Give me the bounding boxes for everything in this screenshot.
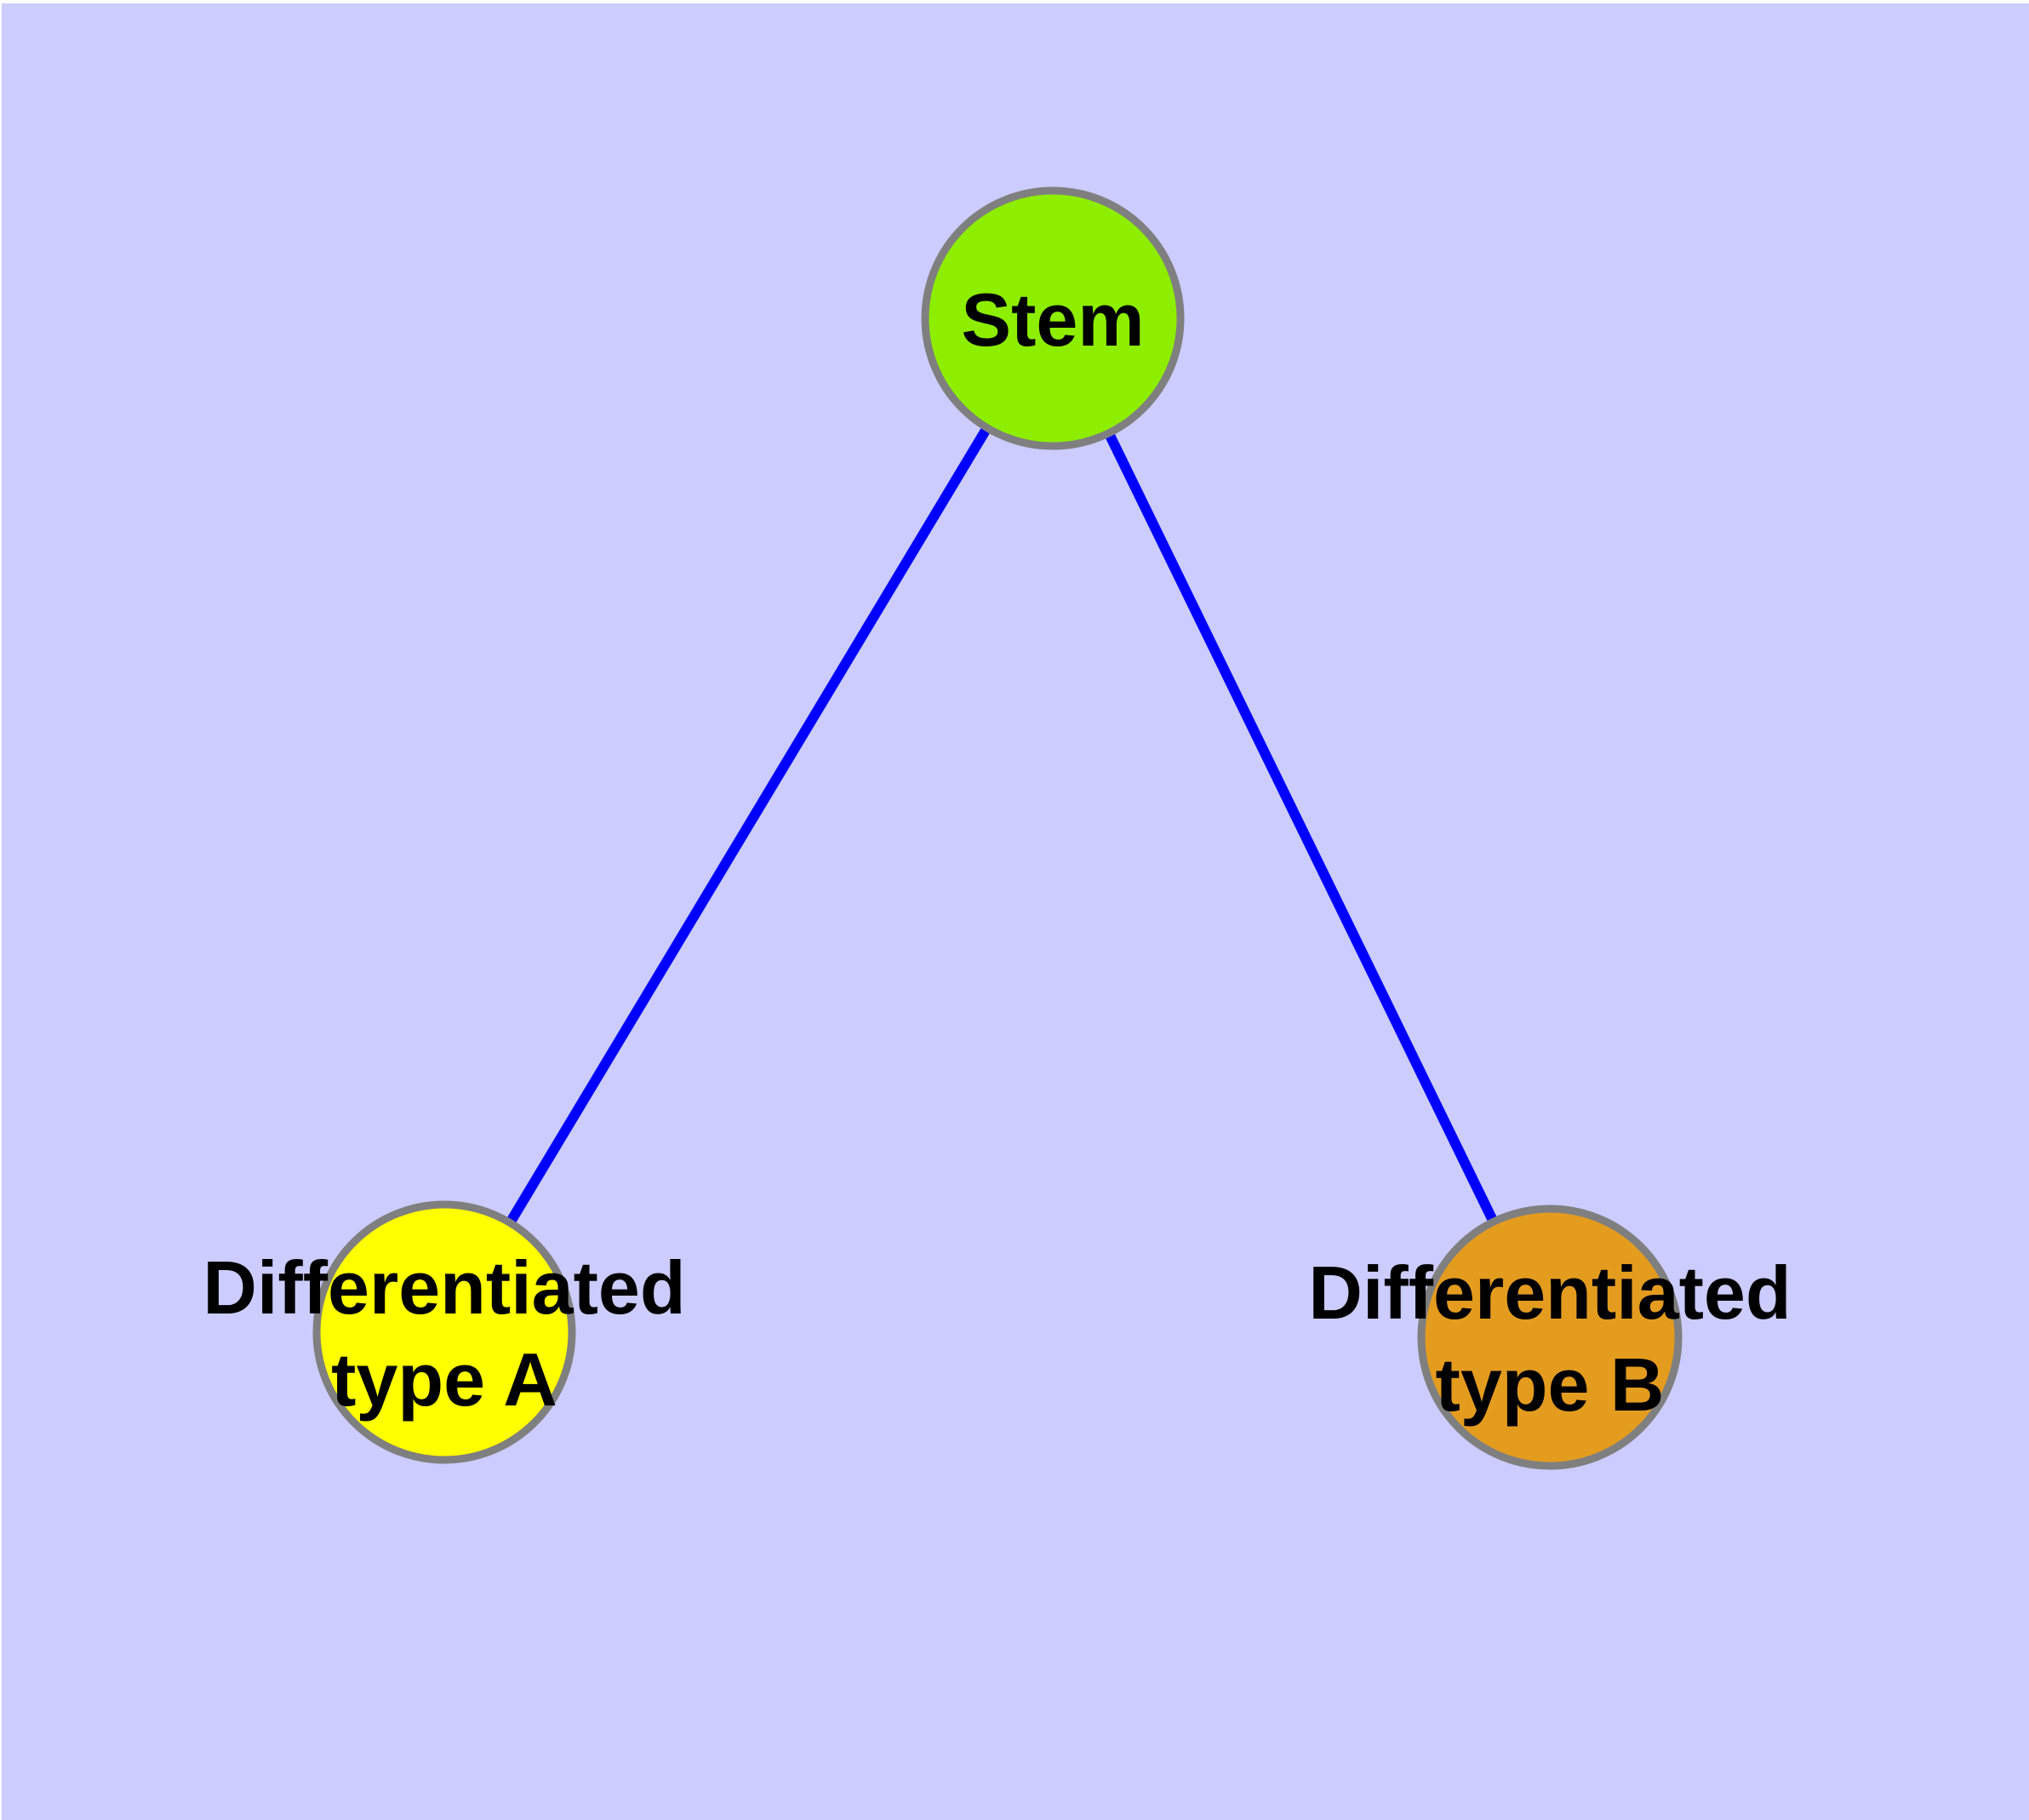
node-differentiated-type-a [312, 1200, 576, 1464]
node-stem [921, 186, 1185, 450]
edge-stem-to-differentiated-type-b [1048, 316, 1555, 1340]
node-differentiated-type-b [1417, 1205, 1683, 1470]
edge-stem-to-differentiated-type-a [439, 315, 1058, 1336]
node-stem-label: Stem [961, 278, 1144, 362]
